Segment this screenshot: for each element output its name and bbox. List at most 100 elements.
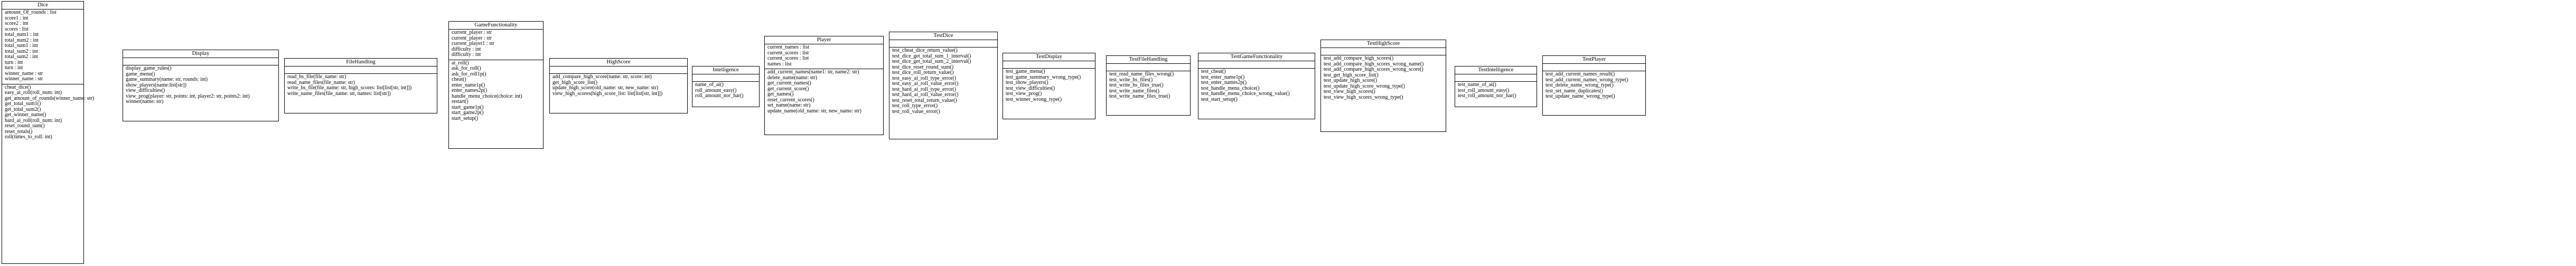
method-row: show_players(name:list[str]) xyxy=(126,82,186,88)
method-row: test_hard_ai_roll_value_error() xyxy=(892,92,959,98)
attribute-row: current_player1 : str xyxy=(452,41,495,46)
methods-section: display_game_rules()game_menu()game_summ… xyxy=(123,65,278,107)
method-row: test_dice_roll_return_value() xyxy=(892,70,954,75)
class-name: Intelligence xyxy=(692,66,759,74)
method-row: display_game_rules() xyxy=(126,65,172,71)
method-row: hard_ai_roll(roll_num: int) xyxy=(5,117,62,124)
class-name: FileHandling xyxy=(285,59,437,66)
method-row: ai_roll() xyxy=(452,60,469,66)
methods-section: cheat_dice()easy_ai_roll(roll_num: int) g… xyxy=(2,84,94,142)
attributes-section xyxy=(692,74,759,82)
attribute-row: score1 : int xyxy=(5,15,29,21)
method-row: get_winner_name() xyxy=(5,112,46,118)
method-row: read_hs_file(file_name: str) xyxy=(287,74,346,80)
attribute-row: total_sum1 : int xyxy=(5,43,38,49)
attributes-section xyxy=(1321,48,1446,55)
attribute-row: scores : list xyxy=(5,26,29,32)
method-row: get_current_names() xyxy=(767,80,811,86)
method-row: reset_round_sum() xyxy=(5,123,45,129)
class-name: Player xyxy=(765,36,883,44)
methods-section: read_hs_file(file_name: str)read_name_fi… xyxy=(285,74,437,98)
method-row: test_enter_name1p() xyxy=(1201,74,1245,80)
class-box-testintelligence: TestIntelligence test_name_of_ai()test_r… xyxy=(1455,66,1537,107)
method-row: start_game2p() xyxy=(452,110,484,116)
method-row: get_total_sum1() xyxy=(5,101,41,107)
method-row: test_game_summary_wrong_type() xyxy=(1006,74,1081,80)
method-row: view_high_scores(high_score_list: list[l… xyxy=(552,90,663,97)
method-row: test_write_name_files_true() xyxy=(1109,93,1170,99)
method-row: game_summary(name: str, rounds: int) xyxy=(126,77,208,82)
method-row: delete_name(name: str) xyxy=(767,74,818,81)
methods-section: test_read_name_files_wrong()test_write_h… xyxy=(1107,71,1190,101)
class-box-testfilehandling: TestFileHandling test_read_name_files_wr… xyxy=(1106,55,1191,116)
attribute-row: total_sum2 : int xyxy=(5,48,38,54)
method-row: enter_names2p() xyxy=(452,88,488,93)
method-row: game_menu() xyxy=(126,71,155,77)
method-row: add_compare_high_score(name: str, score:… xyxy=(552,74,652,80)
class-box-testdice: TestDice test_cheat_dice_return_value()t… xyxy=(889,32,998,139)
method-row: cheat_dice() xyxy=(5,84,31,90)
method-row: get_total_sum2() xyxy=(5,106,41,112)
method-row: test_add_compare_high_scores() xyxy=(1324,55,1394,61)
method-row: test_write_hs_files() xyxy=(1109,77,1153,83)
method-row: test_update_high_score_wrong_type() xyxy=(1324,83,1405,89)
method-row: get_high_score_list() xyxy=(552,79,597,86)
class-box-filehandling: FileHandling read_hs_file(file_name: str… xyxy=(284,58,437,113)
method-row: easy_ai_roll(roll_num: int) xyxy=(5,90,62,96)
class-box-testgamefunctionality: TestGameFunctionality test_cheat()test_e… xyxy=(1198,53,1315,119)
attribute-row: winner_name : str xyxy=(5,76,43,82)
methods-section: name_of_ai()roll_amount_easy()roll_amoun… xyxy=(692,82,759,101)
method-row: test_add_compare_high_scores_wrong_name(… xyxy=(1324,61,1424,67)
methods-section: test_game_menu()test_game_summary_wrong_… xyxy=(1003,69,1095,104)
class-box-testplayer: TestPlayer test_add_current_names_result… xyxy=(1542,55,1646,116)
method-row: test_cheat() xyxy=(1201,69,1226,74)
attribute-row: turn : int xyxy=(5,59,23,65)
class-name: TestIntelligence xyxy=(1455,66,1537,74)
class-name: Dice xyxy=(2,2,83,10)
attributes-section xyxy=(550,66,687,74)
attribute-row: difficulty : int xyxy=(452,52,481,58)
method-row: test_view_high_scores() xyxy=(1324,89,1375,94)
method-row: cheat() xyxy=(452,77,466,82)
method-row: set_name(name: str) xyxy=(767,102,811,108)
method-row: test_get_high_score_list() xyxy=(1324,72,1379,78)
method-row: test_start_setup() xyxy=(1201,96,1238,102)
method-row: test_handle_menu_choice() xyxy=(1201,85,1260,91)
method-row: test_add_current_names_result() xyxy=(1545,71,1615,77)
methods-section: test_cheat()test_enter_name1p()test_ente… xyxy=(1198,69,1315,104)
class-name: TestDisplay xyxy=(1003,53,1095,61)
attributes-section xyxy=(123,58,278,65)
attribute-row: current_player : str xyxy=(452,30,492,35)
attribute-row: current_scores : list xyxy=(767,50,809,56)
method-row: handle_menu_choice(choice: int) xyxy=(452,93,522,99)
method-row: test_enter_names2p() xyxy=(1201,80,1247,86)
method-row: get_names() xyxy=(767,91,794,97)
class-box-gamefunctionality: GameFunctionality current_player : str cu… xyxy=(448,21,544,149)
method-row: test_write_hs_files_true() xyxy=(1109,82,1164,88)
method-row: get_current_score() xyxy=(767,86,809,92)
method-row: test_handle_menu_choice_wrong_value() xyxy=(1201,91,1290,97)
class-name: GameFunctionality xyxy=(449,22,543,30)
method-row: update_high_score(old_name: str, new_nam… xyxy=(552,85,659,91)
method-row: test_add_current_names_wrong_type() xyxy=(1545,77,1628,83)
attribute-row: turn : int xyxy=(5,65,23,71)
attribute-row: total_num2 : int xyxy=(5,37,39,43)
methods-section: test_add_current_names_result()test_add_… xyxy=(1543,71,1645,101)
class-name: TestFileHandling xyxy=(1107,56,1190,64)
method-row: test_hard_ai_roll_type_error() xyxy=(892,86,957,92)
method-row: test_roll_type_error() xyxy=(892,103,938,109)
method-row: name_of_ai() xyxy=(695,82,724,88)
method-row: test_easy_ai_roll_value_error() xyxy=(892,81,959,87)
method-row: test_show_players() xyxy=(1006,80,1048,86)
attributes-section xyxy=(889,40,997,48)
method-row: reset_totals() xyxy=(5,128,33,135)
method-row: test_easy_ai_roll_type_error() xyxy=(892,75,957,81)
method-row: test_roll_value_error() xyxy=(892,108,940,115)
method-row: view_prog(player: str, points: int, play… xyxy=(126,93,250,99)
attribute-row: amount_Of_rounds : list xyxy=(5,10,57,15)
method-row: test_set_name_duplicates() xyxy=(1545,88,1603,94)
attribute-row: score2 : int xyxy=(5,21,29,26)
attribute-row: total_num1 : int xyxy=(5,32,39,37)
methods-section: add_current_names(name1: str, name2: str… xyxy=(765,69,883,116)
